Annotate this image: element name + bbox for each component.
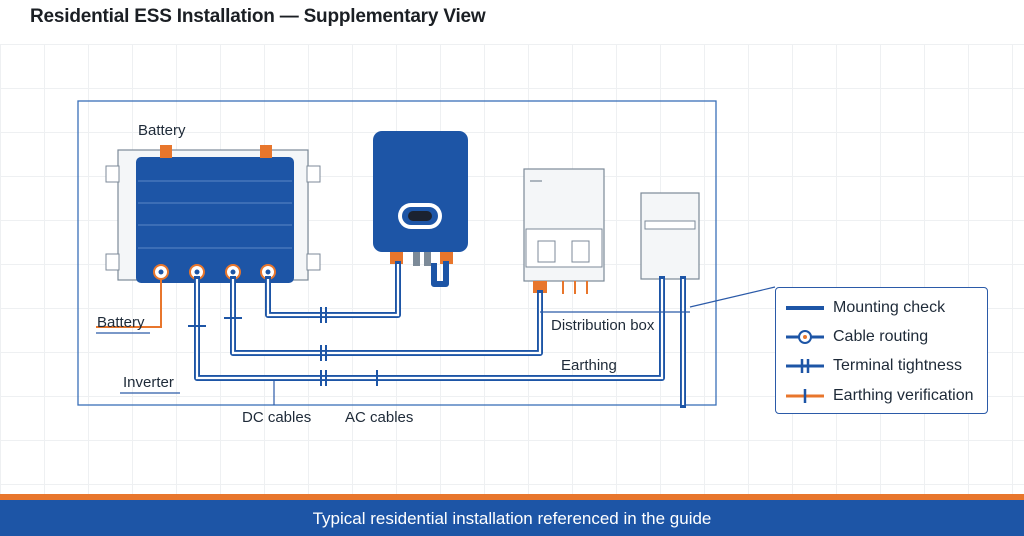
leader-legend — [689, 286, 776, 308]
grid-background — [0, 44, 1024, 496]
battery-unit — [105, 145, 321, 283]
terminal-icon — [786, 359, 824, 373]
cable-inverter-return — [431, 261, 449, 287]
label-distribution-box: Distribution box — [551, 317, 655, 334]
label-battery-top: Battery — [138, 122, 186, 139]
legend-item-cable-routing: Cable routing — [776, 326, 989, 348]
diagram-frame — [77, 100, 717, 406]
label-ac-cables: AC cables — [345, 409, 414, 426]
battery-terminal — [225, 264, 241, 280]
footer-accent-bar — [0, 494, 1024, 500]
legend-item-terminal-tightness: Terminal tightness — [776, 355, 989, 377]
line-icon — [786, 306, 824, 310]
label-inverter: Inverter — [123, 374, 174, 391]
label-battery-left: Battery — [97, 314, 145, 331]
legend-item-earthing-verification: Earthing verification — [776, 385, 989, 407]
inverter-unit — [373, 131, 468, 266]
page-title: Residential ESS Installation — Supplemen… — [30, 6, 486, 27]
distribution-box — [523, 168, 605, 294]
cable-routing-icon — [786, 330, 824, 344]
earthing-icon — [786, 389, 824, 403]
battery-terminal — [153, 264, 169, 280]
label-dc-cables: DC cables — [242, 409, 312, 426]
meter-box — [640, 192, 700, 280]
footer-caption: Typical residential installation referen… — [312, 509, 712, 528]
legend-item-mounting-check: Mounting check — [776, 297, 989, 319]
label-earthing: Earthing — [561, 357, 617, 374]
footer-banner: Typical residential installation referen… — [0, 500, 1024, 536]
legend-box: Mounting check Cable routing Terminal ti… — [775, 287, 988, 414]
cable-orange-lead — [96, 279, 162, 328]
